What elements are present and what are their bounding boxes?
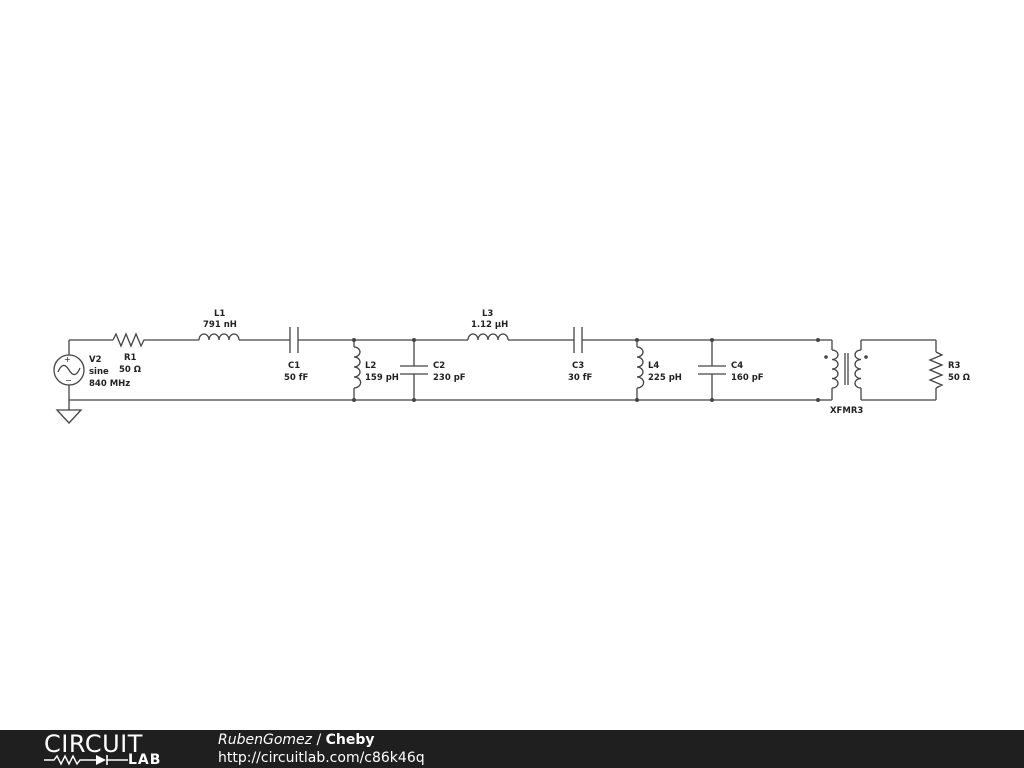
r1-resistor[interactable] [112,332,147,348]
c2-name: C2 [433,361,445,371]
svg-text:−: − [65,376,72,385]
c3-name: C3 [572,361,584,371]
c2-value: 230 pF [433,373,466,383]
author-name[interactable]: RubenGomez [218,732,312,748]
l3-inductor[interactable] [467,333,509,341]
l2-inductor[interactable] [353,346,362,389]
c4-value: 160 pF [731,373,764,383]
r1-name: R1 [124,353,137,363]
l3-name: L3 [482,309,493,319]
logo-lab-text: LAB [128,752,162,768]
circuit-title[interactable]: Cheby [325,732,375,748]
ground-icon [55,409,83,424]
c3-capacitor[interactable] [573,327,583,353]
wires [68,339,937,410]
c4-name: C4 [731,361,743,371]
xfmr3-transformer[interactable] [824,349,868,389]
svg-text:+: + [64,355,71,364]
c4-capacitor[interactable] [698,365,726,375]
v2-freq: 840 MHz [89,379,130,389]
l3-value: 1.12 µH [471,320,508,330]
l4-name: L4 [648,361,659,371]
logo-resistor-diode-icon [44,754,128,766]
v2-name: V2 [89,355,102,365]
c2-capacitor[interactable] [400,365,428,375]
v2-type: sine [89,367,109,377]
credit-line: RubenGomez / Cheby [218,731,375,749]
c1-value: 50 fF [284,373,308,383]
junction-dots [352,338,820,402]
c1-name: C1 [288,361,300,371]
schematic-canvas: + − V2 sine 840 MHz R1 50 Ω L1 791 nH C1… [53,309,970,424]
v2-source[interactable]: + − [53,354,85,386]
xfmr3-name: XFMR3 [830,406,863,416]
l2-value: 159 pH [365,373,399,383]
c3-value: 30 fF [568,373,592,383]
circuit-url[interactable]: http://circuitlab.com/c86k46q [218,750,425,766]
l2-name: L2 [365,361,376,371]
l1-inductor[interactable] [198,333,240,341]
logo-circuit-text: CIRCUIT [44,730,143,758]
l4-value: 225 pH [648,373,682,383]
r3-value: 50 Ω [948,373,970,383]
credit-separator: / [312,732,326,748]
r1-value: 50 Ω [119,365,141,375]
r3-resistor[interactable] [928,351,944,389]
l1-value: 791 nH [203,320,237,330]
l4-inductor[interactable] [636,346,645,389]
r3-name: R3 [948,361,961,371]
footer-bar: CIRCUIT LAB RubenGomez / Cheby http://ci… [0,730,1024,768]
l1-name: L1 [214,309,225,319]
c1-capacitor[interactable] [289,327,299,353]
